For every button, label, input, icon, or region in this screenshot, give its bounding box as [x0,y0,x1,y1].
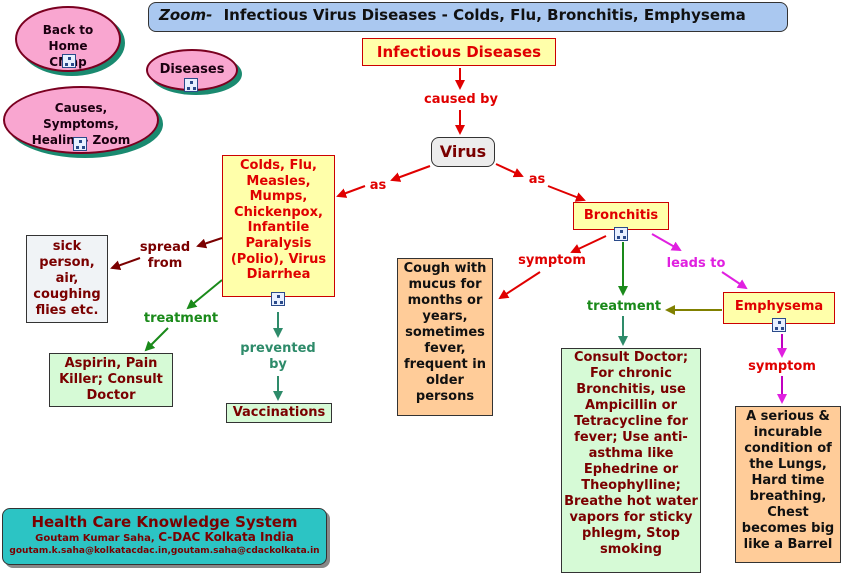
node-vaccinations: Vaccinations [226,403,332,423]
node-colds-flu: Colds, Flu, Measles, Mumps, Chickenpox, … [222,155,335,297]
node-bronchitis: Bronchitis [573,202,669,230]
footer-org: C-DAC Kolkata India [158,530,294,544]
link-prevented-by: prevented by [240,341,316,372]
node-aspirin-text: Aspirin, Pain Killer; Consult Doctor [59,356,163,403]
node-sick-person-text: sick person, air, coughing flies etc. [33,239,101,318]
arrow-treatment-to-aspirin [144,327,169,352]
node-serious-condition: A serious & incurable condition of the L… [735,406,841,563]
arrow-symptom-to-cough [498,271,541,300]
node-colds-flu-text: Colds, Flu, Measles, Mumps, Chickenpox, … [230,158,327,283]
arrow-colds-to-spread [196,237,223,249]
footer-emails: goutam.k.saha@kolkatacdac.in,goutam.saha… [9,546,320,556]
arrow-bronchitis-to-symptom [570,235,607,254]
node-cough: Cough with mucus for months or years, so… [397,258,493,416]
node-sick-person: sick person, air, coughing flies etc. [26,235,108,323]
arrow-as-left-to-colds [336,185,366,198]
link-symptom-bronchitis: symptom [518,253,586,268]
arrow-spread-to-sick [110,257,141,271]
cmap-icon-bronchitis[interactable] [614,227,628,241]
link-spread-from: spread from [139,240,191,271]
link-leads-to: leads to [666,256,726,271]
page-title: Zoom- Infectious Virus Diseases - Colds,… [148,2,788,32]
node-emphysema-text: Emphysema [734,299,824,314]
arrow-bronchitis-to-leadsto [651,233,682,251]
cmap-icon-diseases[interactable] [184,78,198,92]
node-serious-condition-text: A serious & incurable condition of the L… [741,409,835,552]
cmap-icon-emphysema[interactable] [772,318,786,332]
node-bronchitis-text: Bronchitis [583,208,659,223]
link-as-left: as [369,178,387,193]
link-as-right: as [528,172,546,187]
footer-title: Health Care Knowledge System [31,513,298,531]
title-text: Infectious Virus Diseases - Colds, Flu, … [223,6,746,24]
node-consult-doctor-text: Consult Doctor; For chronic Bronchitis, … [564,350,698,557]
link-treatment-left: treatment [143,311,219,326]
footer-author-line: Goutam Kumar Saha, C-DAC Kolkata India [9,531,320,545]
causes-zoom-button[interactable]: Causes, Symptoms, Healing- Zoom [3,86,159,154]
link-treatment-center: treatment [586,299,662,314]
cmap-icon-causes[interactable] [73,137,87,151]
arrow-leadsto-to-emphysema [721,271,748,290]
causes-zoom-label: Causes, Symptoms, Healing- Zoom [31,101,131,147]
arrow-colds-to-treatment [186,279,223,310]
node-virus: Virus [431,137,495,167]
node-virus-text: Virus [439,142,487,161]
node-aspirin: Aspirin, Pain Killer; Consult Doctor [49,353,173,407]
node-cough-text: Cough with mucus for months or years, so… [403,261,487,404]
footer-credit-box: Health Care Knowledge System Goutam Kuma… [2,508,327,565]
footer-author: Goutam Kumar Saha, [35,533,155,544]
title-zoom: Zoom- [159,6,213,24]
node-infectious-diseases-text: Infectious Diseases [376,43,542,61]
cmap-icon-back-home[interactable] [62,54,76,68]
cmap-icon-colds[interactable] [271,292,285,306]
node-infectious-diseases: Infectious Diseases [362,38,556,66]
link-symptom-emphysema: symptom [748,359,816,374]
arrow-as-right-to-bronchitis [547,185,586,202]
node-consult-doctor: Consult Doctor; For chronic Bronchitis, … [561,348,701,573]
node-vaccinations-text: Vaccinations [232,405,326,420]
arrow-virus-to-as-left [390,165,431,182]
diseases-label: Diseases [159,62,225,77]
arrow-virus-to-as-right [495,163,524,178]
link-caused-by: caused by [424,92,498,107]
